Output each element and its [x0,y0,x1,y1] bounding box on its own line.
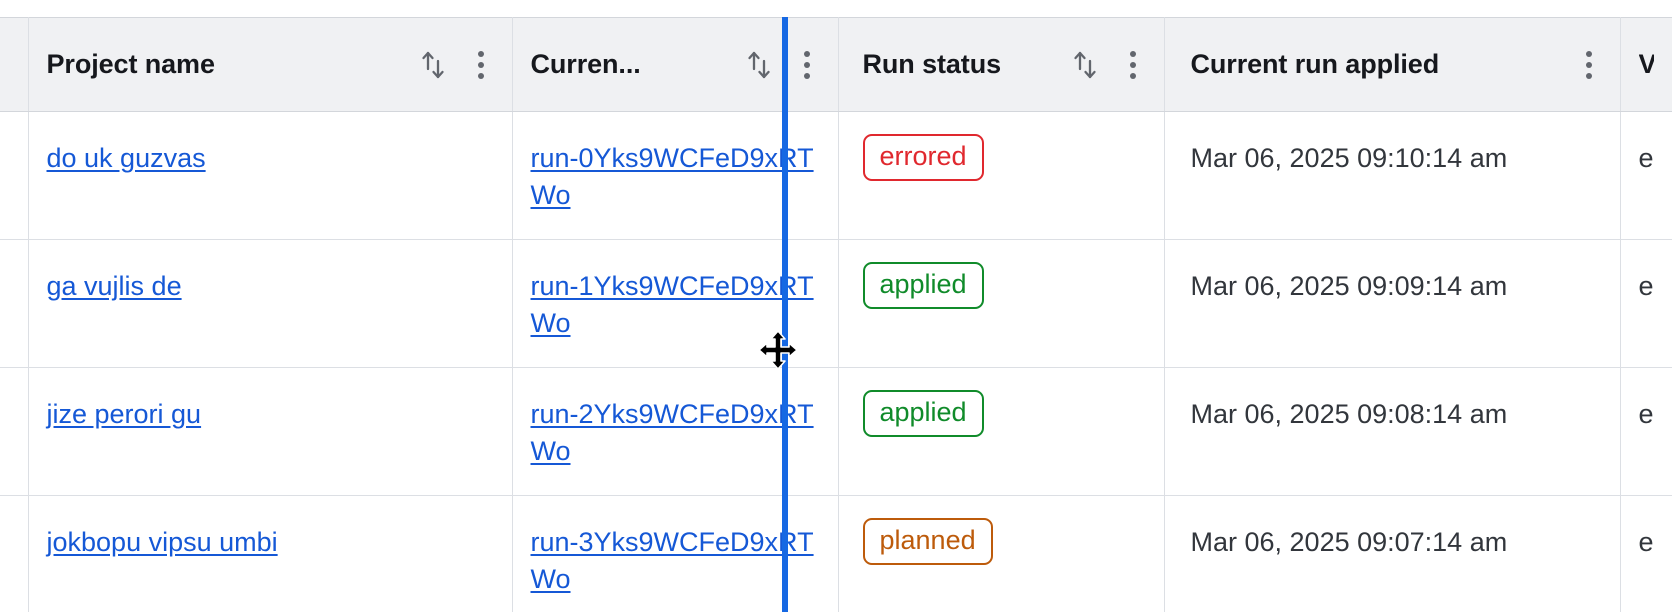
cell-project-name: do uk guzvas [28,111,513,240]
cell-vcs: e [1620,111,1672,240]
table-body: do uk guzvas run-0Yks9WCFeD9xRTWo errore… [0,111,1672,612]
column-header-label-vcs: V [1638,49,1654,79]
row-handle-cell[interactable] [0,239,29,368]
cell-vcs: e [1620,495,1672,612]
column-header-label-run-status: Run status [862,49,1002,79]
current-run-link[interactable]: run-2Yks9WCFeD9xRTWo [530,399,814,467]
column-menu-icon[interactable] [468,48,494,82]
cell-current-run-applied: Mar 06, 2025 09:09:14 am [1164,239,1621,368]
cell-run-status: applied [838,367,1165,496]
row-handle-cell[interactable] [0,367,29,496]
cell-run-status: planned [838,495,1165,612]
cell-vcs: e [1620,367,1672,496]
vcs-value: e [1638,399,1654,429]
applied-timestamp: Mar 06, 2025 09:07:14 am [1190,527,1508,557]
cell-current-run: run-1Yks9WCFeD9xRTWo [512,239,839,368]
row-handle-cell[interactable] [0,111,29,240]
cell-current-run-applied: Mar 06, 2025 09:08:14 am [1164,367,1621,496]
cell-current-run-applied: Mar 06, 2025 09:10:14 am [1164,111,1621,240]
cell-project-name: jokbopu vipsu umbi [28,495,513,612]
cell-current-run: run-3Yks9WCFeD9xRTWo [512,495,839,612]
current-run-link[interactable]: run-0Yks9WCFeD9xRTWo [530,143,814,211]
status-badge: applied [862,390,984,438]
column-header-current-run-applied[interactable]: Current run applied [1164,17,1621,112]
column-header-label-project-name: Project name [46,49,215,79]
column-menu-icon[interactable] [794,48,820,82]
project-name-link[interactable]: do uk guzvas [46,143,206,173]
projects-table: Project name [0,17,1672,612]
applied-timestamp: Mar 06, 2025 09:10:14 am [1190,143,1508,173]
cell-current-run: run-0Yks9WCFeD9xRTWo [512,111,839,240]
row-handle-cell[interactable] [0,495,29,612]
cell-project-name: ga vujlis de [28,239,513,368]
column-header-project-name[interactable]: Project name [28,17,513,112]
table-row[interactable]: do uk guzvas run-0Yks9WCFeD9xRTWo errore… [0,111,1672,240]
status-badge: errored [862,134,984,182]
sort-icon[interactable] [744,48,774,82]
cell-run-status: applied [838,239,1165,368]
status-badge: planned [862,518,993,566]
cell-current-run: run-2Yks9WCFeD9xRTWo [512,367,839,496]
cell-current-run-applied: Mar 06, 2025 09:07:14 am [1164,495,1621,612]
table-row[interactable]: jokbopu vipsu umbi run-3Yks9WCFeD9xRTWo … [0,495,1672,612]
table-row[interactable]: jize perori gu run-2Yks9WCFeD9xRTWo appl… [0,367,1672,496]
header-row: Project name [0,17,1672,112]
column-header-current-run[interactable]: Curren... [512,17,839,112]
column-header-run-status[interactable]: Run status [838,17,1165,112]
sort-icon[interactable] [418,48,448,82]
project-name-link[interactable]: jize perori gu [46,399,202,429]
sort-icon[interactable] [1070,48,1100,82]
column-header-label-current-run: Curren... [530,49,641,79]
table-header: Project name [0,17,1672,112]
cell-run-status: errored [838,111,1165,240]
column-menu-icon[interactable] [1120,48,1146,82]
vcs-value: e [1638,143,1654,173]
column-header-label-current-run-applied: Current run applied [1190,49,1440,79]
current-run-link[interactable]: run-3Yks9WCFeD9xRTWo [530,527,814,595]
column-menu-icon[interactable] [1576,48,1602,82]
cell-vcs: e [1620,239,1672,368]
current-run-link[interactable]: run-1Yks9WCFeD9xRTWo [530,271,814,339]
status-badge: applied [862,262,984,310]
column-header-rownum[interactable] [0,17,29,112]
vcs-value: e [1638,271,1654,301]
column-header-vcs[interactable]: V [1620,17,1672,112]
cell-project-name: jize perori gu [28,367,513,496]
vcs-value: e [1638,527,1654,557]
project-name-link[interactable]: ga vujlis de [46,271,182,301]
applied-timestamp: Mar 06, 2025 09:09:14 am [1190,271,1508,301]
table-row[interactable]: ga vujlis de run-1Yks9WCFeD9xRTWo applie… [0,239,1672,368]
column-resize-indicator[interactable] [782,17,788,612]
project-name-link[interactable]: jokbopu vipsu umbi [46,527,278,557]
applied-timestamp: Mar 06, 2025 09:08:14 am [1190,399,1508,429]
